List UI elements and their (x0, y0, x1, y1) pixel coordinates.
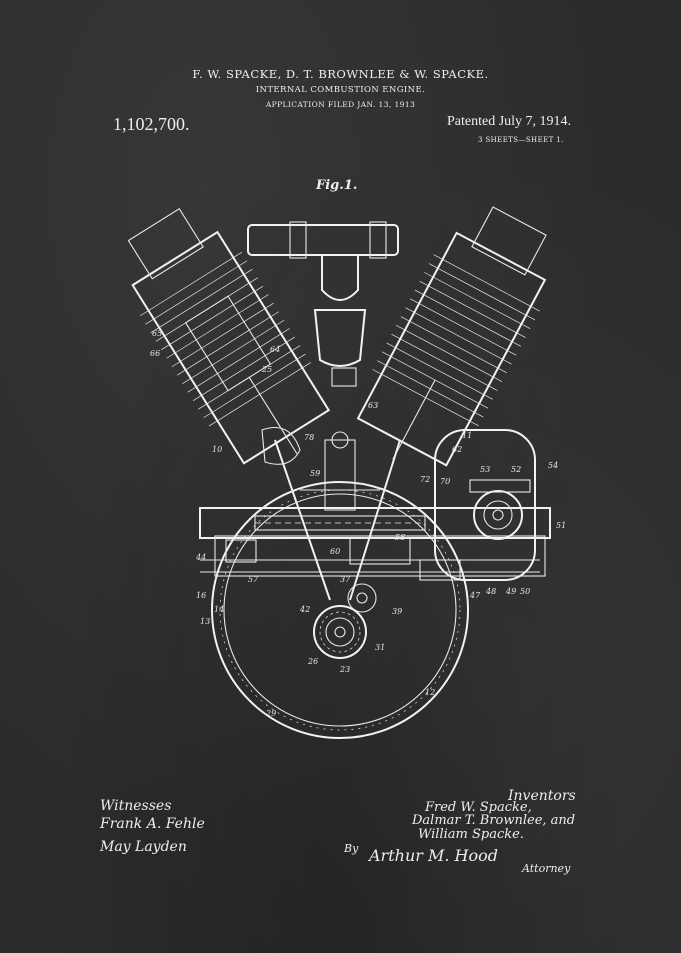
inventors-heading: Inventors (508, 788, 576, 804)
svg-text:59: 59 (310, 469, 320, 478)
attorney-signature: Arthur M. Hood (369, 846, 498, 865)
svg-text:25: 25 (261, 365, 272, 374)
svg-text:72: 72 (420, 475, 430, 484)
svg-text:23: 23 (339, 665, 350, 674)
svg-text:62: 62 (452, 445, 462, 454)
witness-name-2: May Layden (100, 839, 187, 855)
left-cylinder (131, 230, 331, 465)
svg-text:14: 14 (214, 605, 224, 614)
svg-text:11: 11 (462, 431, 472, 440)
inventors-header: F. W. SPACKE, D. T. BROWNLEE & W. SPACKE… (192, 67, 489, 81)
carburetor (313, 309, 367, 367)
svg-text:53: 53 (480, 465, 490, 474)
sheet-count: 3 SHEETS—SHEET 1. (478, 136, 564, 144)
svg-text:64: 64 (270, 345, 280, 354)
witnesses-heading: Witnesses (100, 798, 172, 814)
witness-name-1: Frank A. Fehle (100, 816, 205, 832)
svg-text:44: 44 (195, 553, 206, 562)
patent-date: Patented July 7, 1914. (447, 114, 572, 129)
svg-text:65: 65 (152, 329, 162, 338)
svg-text:12: 12 (425, 688, 435, 697)
inventor-name-3: William Spacke. (418, 827, 524, 842)
patent-number: 1,102,700. (113, 114, 190, 134)
svg-text:39: 39 (392, 607, 402, 616)
svg-text:70: 70 (440, 477, 450, 486)
svg-text:52: 52 (511, 465, 521, 474)
attorney-by: By (344, 842, 359, 855)
crankcase-outline (211, 481, 469, 739)
intake-manifold (247, 224, 399, 256)
svg-text:57: 57 (248, 575, 259, 584)
svg-text:50: 50 (520, 587, 530, 596)
svg-text:42: 42 (299, 605, 310, 614)
svg-text:54: 54 (548, 461, 558, 470)
right-cylinder (356, 231, 547, 467)
timing-gear (473, 490, 523, 540)
svg-text:13: 13 (200, 617, 210, 626)
svg-text:10: 10 (212, 445, 222, 454)
svg-text:63: 63 (368, 401, 378, 410)
svg-text:66: 66 (150, 349, 160, 358)
svg-text:49: 49 (505, 587, 516, 596)
svg-text:47: 47 (469, 591, 481, 600)
inventor-name-1: Fred W. Spacke, (425, 800, 532, 815)
application-filed: APPLICATION FILED JAN. 13, 1913 (265, 100, 416, 109)
svg-text:26: 26 (307, 657, 318, 666)
svg-text:37: 37 (340, 575, 351, 584)
attorney-label: Attorney (522, 862, 571, 875)
svg-text:60: 60 (330, 547, 340, 556)
svg-text:31: 31 (375, 643, 385, 652)
svg-text:78: 78 (304, 433, 314, 442)
svg-text:29: 29 (265, 709, 276, 718)
svg-text:51: 51 (556, 521, 566, 530)
inventor-name-2: Dalmar T. Brownlee, and (412, 813, 576, 828)
svg-text:58: 58 (395, 533, 405, 542)
svg-text:48: 48 (485, 587, 496, 596)
figure-label: Fig.1. (316, 178, 358, 193)
flywheel-hub (313, 605, 367, 659)
patent-title: INTERNAL COMBUSTION ENGINE. (255, 85, 426, 95)
svg-text:16: 16 (196, 591, 206, 600)
